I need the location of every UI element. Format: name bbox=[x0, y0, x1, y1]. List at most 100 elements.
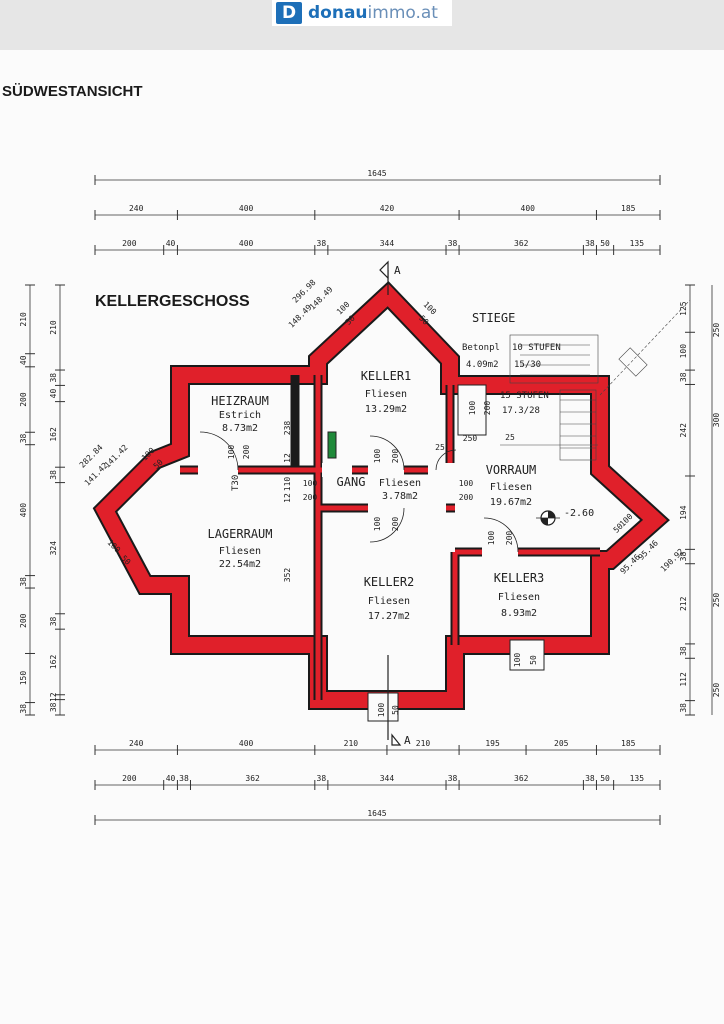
dim-label: 200 bbox=[122, 239, 137, 248]
dim-label: 212 bbox=[679, 596, 688, 611]
dim-label: 400 bbox=[239, 204, 254, 213]
room-vorraum-area: 19.67m2 bbox=[490, 497, 532, 508]
dim-label: 50 bbox=[600, 774, 610, 783]
dim-label: 40 bbox=[166, 239, 176, 248]
dim-inner: 12 bbox=[283, 493, 292, 503]
stair-labels: Betonpl 4.09m2 10 STUFEN 15/30 15 STUFEN… bbox=[462, 343, 561, 416]
dim-label: 194 bbox=[679, 505, 688, 520]
room-gang-name: GANG bbox=[337, 475, 366, 489]
door-dim: 200 bbox=[242, 445, 251, 460]
dim-inner: 352 bbox=[283, 568, 292, 583]
dim-label: 38 bbox=[179, 774, 189, 783]
door-dim: 200 bbox=[459, 493, 474, 502]
dim-label: 38 bbox=[19, 704, 28, 714]
dim-label: 250 bbox=[712, 683, 721, 698]
room-gang-floor: Fliesen bbox=[379, 478, 421, 489]
dim-label: 344 bbox=[380, 774, 395, 783]
door-dim: 200 bbox=[391, 449, 400, 464]
door-dim: 200 bbox=[391, 517, 400, 532]
section-markers bbox=[379, 260, 402, 746]
door-dim: 100 bbox=[487, 531, 496, 546]
dim-label: 162 bbox=[49, 427, 58, 442]
dim-label: 400 bbox=[239, 739, 254, 748]
dim-label: 100 bbox=[679, 344, 688, 359]
dim-label: 185 bbox=[621, 739, 636, 748]
dim-label: 150 bbox=[19, 671, 28, 686]
room-vorraum-name: VORRAUM bbox=[486, 463, 537, 477]
room-keller3-area: 8.93m2 bbox=[501, 608, 537, 619]
view-title: SÜDWESTANSICHT bbox=[2, 83, 143, 100]
door-dim: 200 bbox=[303, 493, 318, 502]
door-dim: 100 bbox=[468, 401, 477, 416]
level-marker-icon bbox=[536, 510, 560, 526]
dim-diagonal: 141.42 bbox=[103, 443, 130, 470]
stair-flight-2-ratio: 17.3/28 bbox=[502, 406, 540, 416]
room-heizraum-floor: Estrich bbox=[219, 410, 261, 421]
door-openings bbox=[198, 463, 518, 559]
dim-label: 38 bbox=[317, 774, 327, 783]
dim-label: 400 bbox=[521, 204, 536, 213]
dim-label: 38 bbox=[49, 616, 58, 626]
dim-label: 250 bbox=[712, 323, 721, 338]
section-mark-bottom: A bbox=[404, 734, 411, 747]
room-keller1-floor: Fliesen bbox=[365, 389, 407, 400]
dim-label: 400 bbox=[239, 239, 254, 248]
stair-treads bbox=[500, 299, 691, 461]
stair-flight-2: 15 STUFEN bbox=[500, 391, 549, 401]
dim-label: 250 bbox=[712, 593, 721, 608]
left-dim-lines bbox=[29, 285, 713, 715]
dim-label: 38 bbox=[679, 703, 688, 713]
windows bbox=[327, 384, 545, 722]
dim-label: 210 bbox=[344, 739, 359, 748]
dim-label: 324 bbox=[49, 541, 58, 556]
room-keller3-floor: Fliesen bbox=[498, 592, 540, 603]
stair-flight-1: 10 STUFEN bbox=[512, 343, 561, 353]
room-keller1-name: KELLER1 bbox=[361, 369, 412, 383]
room-keller2-area: 17.27m2 bbox=[368, 611, 410, 622]
dim-label: 38 bbox=[585, 774, 595, 783]
room-lagerraum-name: LAGERRAUM bbox=[207, 527, 272, 541]
dim-inner: 12 bbox=[283, 453, 292, 463]
door-dim: 100 bbox=[303, 479, 318, 488]
door-dim: 200 bbox=[505, 531, 514, 546]
dim-label: 38 bbox=[49, 373, 58, 383]
dim-label: 40 bbox=[166, 774, 176, 783]
dim-inner: 110 bbox=[283, 477, 292, 492]
dim-label: 135 bbox=[630, 774, 645, 783]
dim-label: 38 bbox=[679, 646, 688, 656]
dim-label: 210 bbox=[19, 312, 28, 327]
dim-label: 200 bbox=[122, 774, 137, 783]
landing-label: Betonpl bbox=[462, 343, 500, 353]
dim-label: 185 bbox=[621, 204, 636, 213]
stairs-title: STIEGE bbox=[472, 311, 515, 325]
logo-mark-icon: D bbox=[276, 2, 302, 24]
brand-logo[interactable]: D donauimmo.at bbox=[272, 0, 452, 26]
room-keller3-name: KELLER3 bbox=[494, 571, 545, 585]
door-dim: 100 bbox=[373, 517, 382, 532]
dim-label: 38 bbox=[317, 239, 327, 248]
walls bbox=[92, 280, 670, 710]
room-gang-area: 3.78m2 bbox=[382, 491, 418, 502]
door-dim: 100 bbox=[513, 653, 522, 668]
dim-label: 344 bbox=[380, 239, 395, 248]
floor-level: -2.60 bbox=[564, 508, 594, 519]
brand-name: donauimmo.at bbox=[308, 3, 438, 23]
room-lagerraum-area: 22.54m2 bbox=[219, 559, 261, 570]
room-heizraum-name: HEIZRAUM bbox=[211, 394, 269, 408]
dim-label: 40 bbox=[19, 355, 28, 365]
dim-total-top: 1645 bbox=[367, 169, 386, 178]
dim-label: 362 bbox=[514, 774, 529, 783]
door-dim: 200 bbox=[483, 401, 492, 416]
door-dim: 100 bbox=[377, 703, 386, 718]
dim-label: 12 bbox=[49, 692, 58, 702]
landing-area: 4.09m2 bbox=[466, 360, 499, 370]
dim-label: 205 bbox=[554, 739, 569, 748]
dim-label: 38 bbox=[19, 577, 28, 587]
dim-label: 38 bbox=[49, 702, 58, 712]
stair-flight-1-ratio: 15/30 bbox=[514, 360, 541, 370]
dim-label: 38 bbox=[585, 239, 595, 248]
dim-label: 38 bbox=[19, 433, 28, 443]
dim-label: 300 bbox=[712, 413, 721, 428]
